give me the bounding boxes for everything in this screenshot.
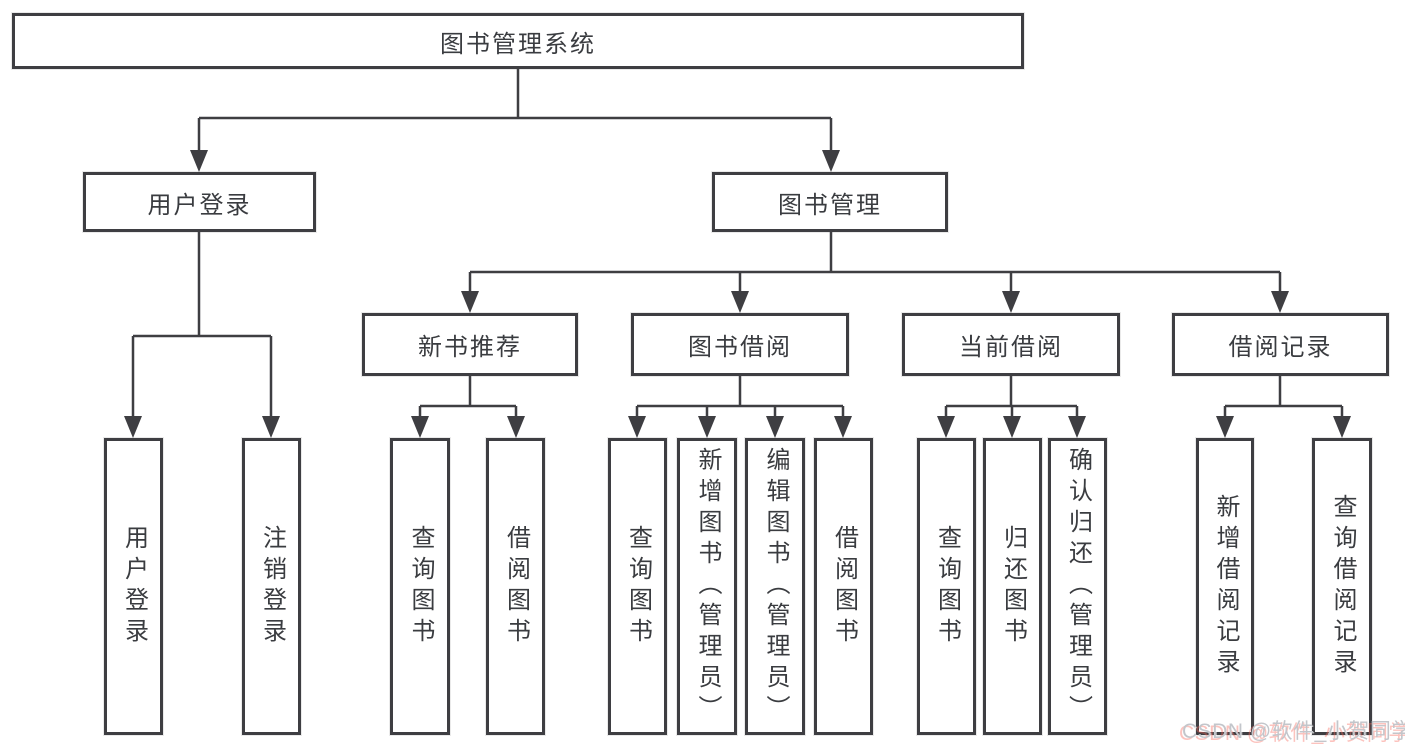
node-label: 图书管理 <box>778 191 882 219</box>
node-label: 编辑图书（管理员） <box>762 447 789 726</box>
node-label: 查询图书 <box>407 524 434 649</box>
node-label: 图书管理系统 <box>440 30 596 58</box>
csdn-watermark: CSDN @软件_小贺同学 <box>1182 720 1405 743</box>
node-label: 确认归还（管理员） <box>1064 447 1092 726</box>
node-book-management: 图书管理 <box>712 172 948 232</box>
node-label: 当前借阅 <box>959 334 1063 361</box>
node-label: 注销登录 <box>258 524 286 649</box>
node-root-library-system: 图书管理系统 <box>12 13 1024 69</box>
node-label: 借阅图书 <box>502 524 530 649</box>
node-label: 新书推荐 <box>418 334 522 361</box>
node-label: 图书借阅 <box>688 334 792 361</box>
node-label: 查询图书 <box>933 524 961 649</box>
node-book-borrowing: 图书借阅 <box>631 313 849 376</box>
leaf-logout: 注销登录 <box>242 438 301 735</box>
leaf-records-add-borrow-record: 新增借阅记录 <box>1196 438 1254 735</box>
leaf-borrowing-add-books-admin: 新增图书（管理员） <box>677 438 737 735</box>
leaf-recommend-query-books: 查询图书 <box>390 438 450 735</box>
leaf-recommend-borrow-books: 借阅图书 <box>486 438 545 735</box>
node-current-borrowing: 当前借阅 <box>902 313 1120 376</box>
leaf-user-login: 用户登录 <box>104 438 163 735</box>
leaf-current-return-books: 归还图书 <box>983 438 1042 735</box>
leaf-borrowing-edit-books-admin: 编辑图书（管理员） <box>745 438 805 735</box>
node-new-book-recommend: 新书推荐 <box>362 313 578 376</box>
node-label: 查询借阅记录 <box>1329 493 1356 680</box>
node-label: 用户登录 <box>147 191 252 219</box>
node-label: 用户登录 <box>120 524 148 649</box>
leaf-records-query-borrow-record: 查询借阅记录 <box>1312 438 1372 735</box>
leaf-current-confirm-return-admin: 确认归还（管理员） <box>1048 438 1107 735</box>
node-borrow-records: 借阅记录 <box>1172 313 1389 376</box>
node-label: 借阅图书 <box>830 524 858 649</box>
leaf-borrowing-query-books: 查询图书 <box>608 438 667 735</box>
node-label: 新增图书（管理员） <box>694 447 721 726</box>
node-label: 新增借阅记录 <box>1212 493 1239 680</box>
arrowheads <box>124 150 1351 438</box>
node-label: 归还图书 <box>999 524 1027 649</box>
leaf-current-query-books: 查询图书 <box>917 438 976 735</box>
node-label: 查询图书 <box>624 524 652 649</box>
node-label: 借阅记录 <box>1228 334 1333 361</box>
node-user-login: 用户登录 <box>83 172 316 232</box>
leaf-borrowing-borrow-books: 借阅图书 <box>814 438 873 735</box>
